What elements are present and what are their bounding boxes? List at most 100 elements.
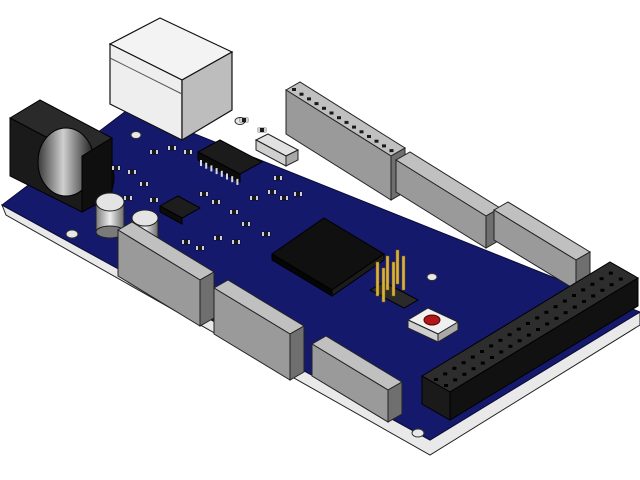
smd-terminal <box>250 196 252 200</box>
header-socket <box>536 328 540 331</box>
header-socket <box>352 125 356 129</box>
power-analog-headers <box>117 221 403 423</box>
header-socket <box>322 106 326 110</box>
header-socket <box>344 120 349 124</box>
header-socket <box>545 322 550 326</box>
smd-terminal <box>118 166 120 170</box>
smd-terminal <box>274 176 276 180</box>
double-row-header <box>421 261 639 421</box>
header-socket <box>461 361 466 365</box>
header-socket <box>508 344 513 348</box>
smd-terminal <box>294 192 296 196</box>
smd-terminal <box>280 176 282 180</box>
header-socket <box>359 130 364 134</box>
header-socket <box>526 333 531 337</box>
header-socket <box>535 316 540 320</box>
header-socket <box>526 322 530 325</box>
smd-terminal <box>140 182 142 186</box>
smd-terminal <box>184 150 186 154</box>
gold-pin <box>375 261 380 297</box>
smd-terminal <box>150 150 152 154</box>
header-socket <box>314 102 319 106</box>
header-socket <box>434 378 438 381</box>
reset-button <box>406 307 460 343</box>
icsp-header <box>368 249 420 309</box>
header-socket <box>443 372 448 376</box>
mounting-hole <box>426 273 438 281</box>
smd-terminal <box>174 146 176 150</box>
smd-terminal <box>258 128 260 132</box>
header-socket <box>572 305 577 309</box>
crystal-oscillator <box>254 133 300 167</box>
header-socket <box>329 111 334 115</box>
smd-terminal <box>286 196 288 200</box>
header-socket <box>462 372 467 376</box>
smd-terminal <box>268 190 270 194</box>
header-socket <box>563 311 568 315</box>
smd-terminal <box>212 200 214 204</box>
header-socket <box>553 305 558 309</box>
ic-pin <box>231 176 234 183</box>
header-socket <box>470 355 475 359</box>
ic-pin <box>210 165 213 172</box>
header-socket <box>507 333 512 337</box>
header-socket <box>480 350 484 353</box>
mounting-hole <box>130 131 142 139</box>
header-socket <box>562 299 567 303</box>
header-socket <box>609 283 614 287</box>
header-socket <box>618 277 623 281</box>
smd-terminal <box>202 246 204 250</box>
smd-terminal <box>200 192 202 196</box>
smd-terminal <box>190 150 192 154</box>
header-socket <box>599 277 604 281</box>
dc-power-jack <box>8 99 115 213</box>
gold-pin <box>395 249 400 285</box>
header-socket <box>292 88 296 91</box>
ic-pin <box>220 170 223 177</box>
smd-terminal <box>274 190 276 194</box>
smd-components <box>111 117 303 251</box>
gold-pin <box>401 255 406 291</box>
smd-terminal <box>214 236 216 240</box>
smd-terminal <box>268 232 270 236</box>
mounting-hole <box>411 428 425 438</box>
smd-terminal <box>168 146 170 150</box>
gold-pin <box>385 255 390 291</box>
smd-terminal <box>150 198 152 202</box>
usb-b-connector <box>108 17 234 142</box>
smd-terminal <box>156 150 158 154</box>
header-socket <box>389 149 394 153</box>
header-socket <box>453 378 458 382</box>
usb-interface-ic <box>196 139 264 185</box>
smd-terminal <box>230 210 232 214</box>
header-socket <box>554 316 559 320</box>
smd-terminal <box>256 196 258 200</box>
header-socket <box>582 300 586 303</box>
smd-terminal <box>218 200 220 204</box>
smd-terminal <box>182 240 184 244</box>
ic-pin <box>226 173 228 180</box>
smd-terminal <box>206 192 208 196</box>
smd-terminal <box>146 182 148 186</box>
smd-terminal <box>124 196 126 200</box>
header-socket <box>299 92 304 96</box>
smd-terminal <box>280 196 282 200</box>
smd-terminal <box>196 246 198 250</box>
smd-terminal <box>236 210 238 214</box>
smd-terminal <box>248 222 250 226</box>
smd-terminal <box>240 118 242 122</box>
header-socket <box>581 288 586 292</box>
microcontroller-qfp <box>271 217 385 297</box>
mounting-hole <box>65 229 79 239</box>
smd-terminal <box>262 232 264 236</box>
header-socket <box>591 294 596 298</box>
smd-terminal <box>112 166 114 170</box>
smd-terminal <box>246 118 248 122</box>
header-socket <box>374 139 379 143</box>
header-socket <box>382 144 386 148</box>
header-socket <box>516 327 521 331</box>
header-socket <box>608 271 613 275</box>
gold-pin <box>381 267 386 303</box>
ic-pin <box>200 160 202 166</box>
